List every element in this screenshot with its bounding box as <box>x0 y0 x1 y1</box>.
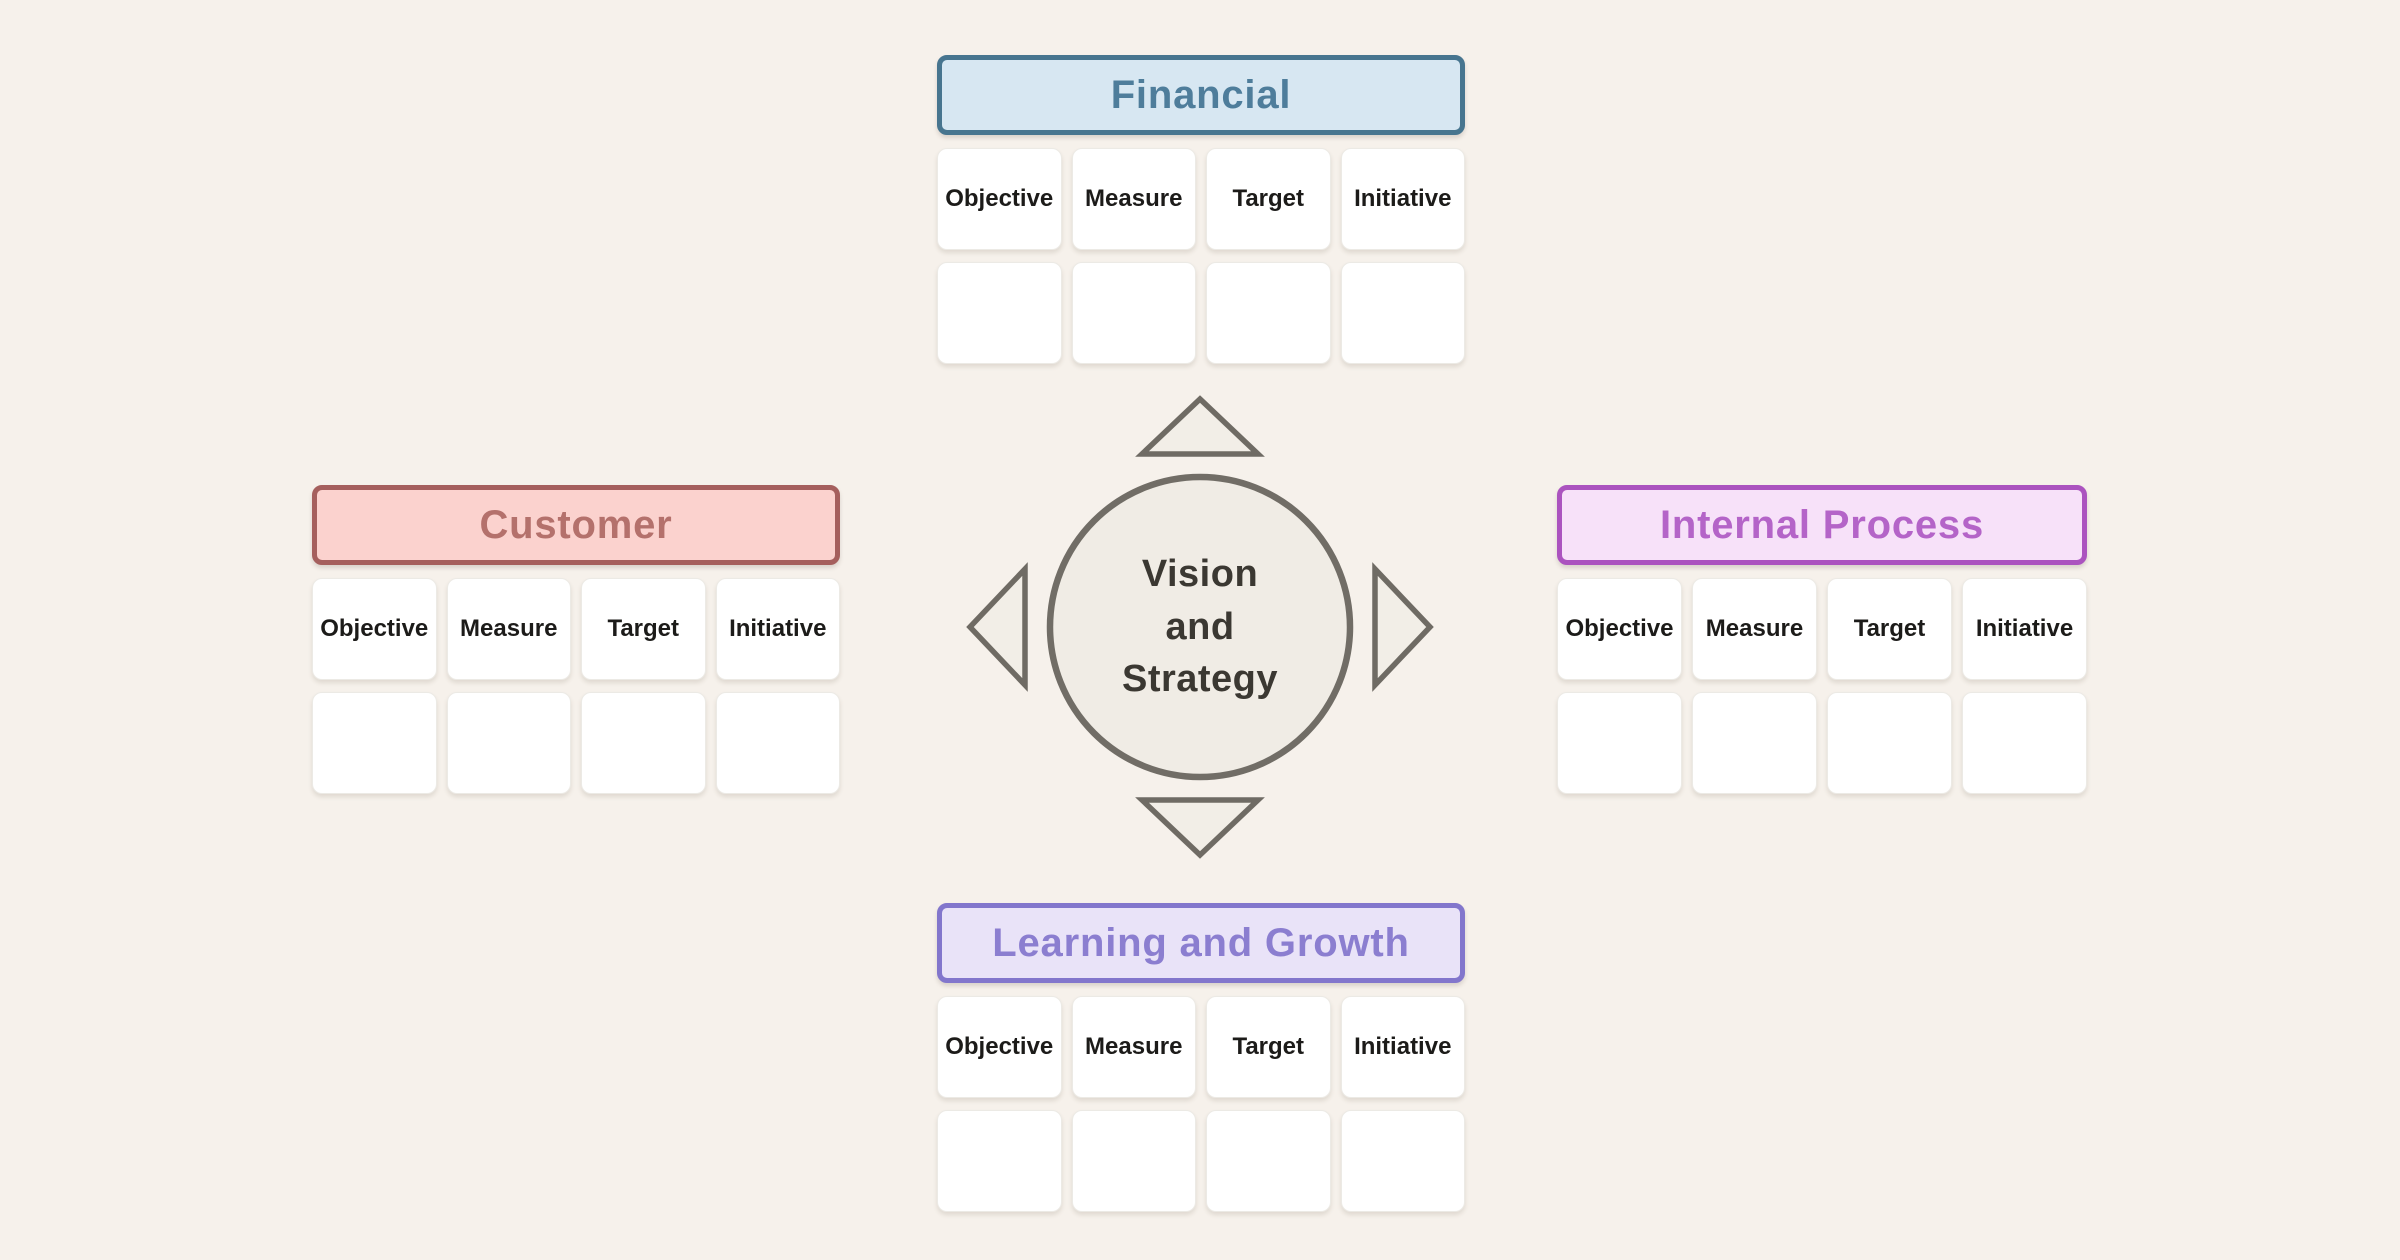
customer-target-cell[interactable]: Target <box>581 578 706 680</box>
strategy-line: Strategy <box>1121 658 1279 701</box>
learning-growth-empty-cell[interactable] <box>937 1110 1062 1212</box>
vision-strategy-hub: Vision and Strategy <box>950 377 1450 877</box>
vision-line: Vision <box>1141 553 1259 596</box>
internal-process-grid: Objective Measure Target Initiative <box>1557 578 2087 794</box>
customer-objective-cell[interactable]: Objective <box>312 578 437 680</box>
and-line: and <box>1165 605 1235 648</box>
financial-empty-cell[interactable] <box>937 262 1062 364</box>
customer-empty-cell[interactable] <box>446 692 571 794</box>
learning-growth-title: Learning and Growth <box>992 920 1410 965</box>
arrow-left-icon <box>966 562 1028 692</box>
internal-process-empty-cell[interactable] <box>1962 692 2087 794</box>
arrow-up-icon <box>1135 395 1265 457</box>
financial-grid: Objective Measure Target Initiative <box>937 148 1465 364</box>
financial-measure-cell[interactable]: Measure <box>1071 148 1196 250</box>
financial-title: Financial <box>1110 72 1292 117</box>
internal-process-empty-cell[interactable] <box>1827 692 1952 794</box>
learning-growth-initiative-cell[interactable]: Initiative <box>1340 996 1465 1098</box>
customer-header[interactable]: Customer <box>312 485 840 565</box>
internal-process-section: Internal Process Objective Measure Targe… <box>1557 485 2087 794</box>
financial-empty-cell[interactable] <box>1071 262 1196 364</box>
financial-header[interactable]: Financial <box>937 55 1465 135</box>
learning-growth-empty-cell[interactable] <box>1340 1110 1465 1212</box>
vision-strategy-circle <box>1046 473 1354 781</box>
internal-process-measure-cell[interactable]: Measure <box>1692 578 1817 680</box>
arrow-down-icon <box>1135 797 1265 859</box>
learning-growth-empty-cell[interactable] <box>1206 1110 1331 1212</box>
internal-process-empty-cell[interactable] <box>1557 692 1682 794</box>
financial-objective-cell[interactable]: Objective <box>937 148 1062 250</box>
vision-strategy-graphic <box>966 395 1434 859</box>
learning-growth-header[interactable]: Learning and Growth <box>937 903 1465 983</box>
internal-process-initiative-cell[interactable]: Initiative <box>1962 578 2087 680</box>
learning-growth-empty-cell[interactable] <box>1071 1110 1196 1212</box>
learning-growth-measure-cell[interactable]: Measure <box>1071 996 1196 1098</box>
vision-strategy-label: Vision and Strategy <box>1050 477 1350 777</box>
learning-growth-section: Learning and Growth Objective Measure Ta… <box>937 903 1465 1212</box>
learning-growth-target-cell[interactable]: Target <box>1206 996 1331 1098</box>
internal-process-target-cell[interactable]: Target <box>1827 578 1952 680</box>
internal-process-header[interactable]: Internal Process <box>1557 485 2087 565</box>
customer-empty-cell[interactable] <box>581 692 706 794</box>
customer-grid: Objective Measure Target Initiative <box>312 578 840 794</box>
financial-target-cell[interactable]: Target <box>1206 148 1331 250</box>
customer-empty-cell[interactable] <box>715 692 840 794</box>
financial-empty-cell[interactable] <box>1340 262 1465 364</box>
customer-measure-cell[interactable]: Measure <box>446 578 571 680</box>
learning-growth-objective-cell[interactable]: Objective <box>937 996 1062 1098</box>
financial-section: Financial Objective Measure Target Initi… <box>937 55 1465 364</box>
learning-growth-grid: Objective Measure Target Initiative <box>937 996 1465 1212</box>
customer-section: Customer Objective Measure Target Initia… <box>312 485 840 794</box>
customer-initiative-cell[interactable]: Initiative <box>715 578 840 680</box>
internal-process-objective-cell[interactable]: Objective <box>1557 578 1682 680</box>
internal-process-empty-cell[interactable] <box>1692 692 1817 794</box>
customer-empty-cell[interactable] <box>312 692 437 794</box>
financial-initiative-cell[interactable]: Initiative <box>1340 148 1465 250</box>
financial-empty-cell[interactable] <box>1206 262 1331 364</box>
customer-title: Customer <box>479 502 673 547</box>
arrow-right-icon <box>1372 562 1434 692</box>
internal-process-title: Internal Process <box>1659 502 1985 547</box>
